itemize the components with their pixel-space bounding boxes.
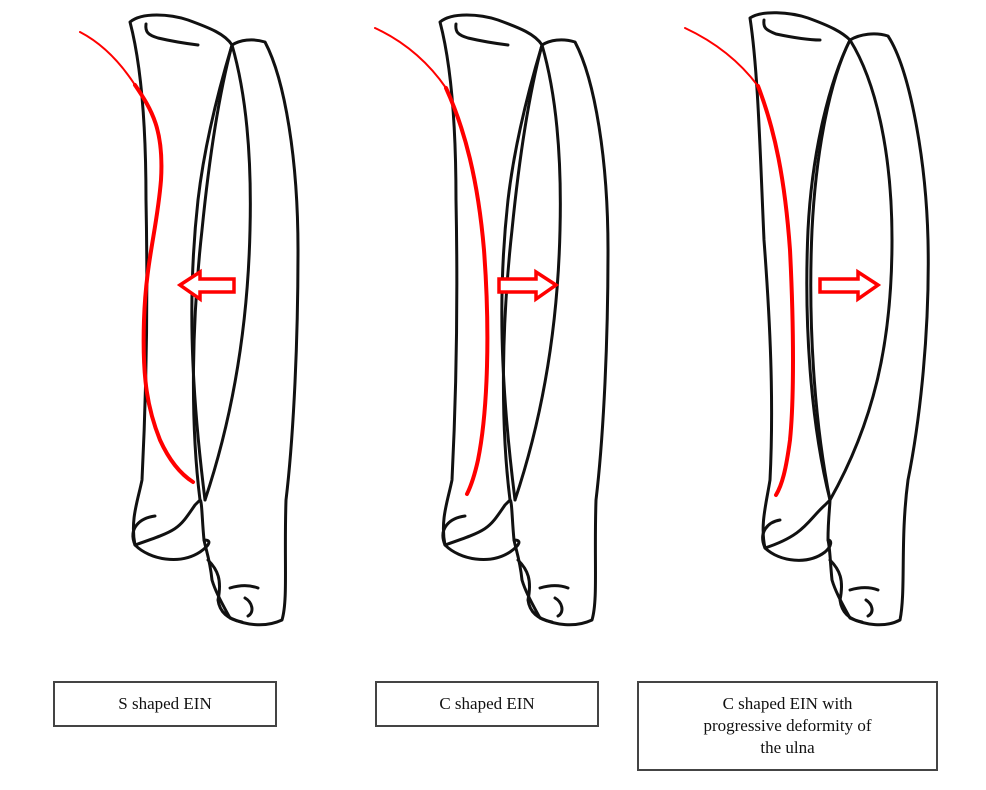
label-c-shaped-progressive: C shaped EIN with progressive deformity … — [637, 681, 938, 771]
panel-c-shaped — [370, 0, 690, 660]
panel-s-shaped — [60, 0, 380, 660]
arrow-right-icon — [818, 268, 882, 303]
label-line-2: progressive deformity of — [703, 716, 872, 735]
arrow-left-icon — [176, 268, 236, 303]
ein-nail — [756, 84, 795, 497]
label-c-shaped: C shaped EIN — [375, 681, 599, 727]
ein-nail-entry — [79, 31, 136, 86]
ein-nail — [133, 83, 195, 484]
forearm-bones-illustration — [79, 13, 300, 627]
label-s-shaped: S shaped EIN — [53, 681, 277, 727]
ein-nail-entry — [684, 27, 759, 87]
panel-c-shaped-progressive — [680, 0, 986, 660]
forearm-bones-illustration — [684, 11, 930, 627]
ulna-outline — [826, 32, 930, 627]
label-text: C shaped EIN — [439, 694, 535, 713]
label-line-3: the ulna — [760, 738, 815, 757]
label-text: S shaped EIN — [118, 694, 212, 713]
label-line-1: C shaped EIN with — [722, 694, 853, 713]
forearm-bones-illustration — [374, 13, 610, 627]
arrow-right-icon — [497, 268, 560, 303]
ein-nail-entry — [374, 27, 447, 89]
ein-nail — [444, 86, 490, 496]
